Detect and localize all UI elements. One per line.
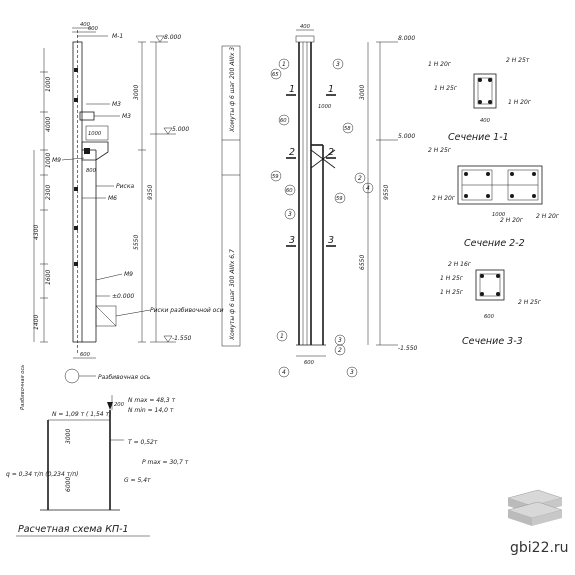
s3-bar-c: 1 Н 25г: [440, 289, 464, 296]
watermark-text: gbi22.ru: [510, 540, 569, 556]
dim-base-600: 600: [80, 352, 91, 358]
risk-axis-label: Риски разбивочной оси: [150, 307, 224, 314]
dim-1000-small: 1000: [88, 131, 102, 137]
cut-3-right: 3: [328, 235, 334, 246]
left-dim-7: 1400: [33, 315, 40, 330]
dim-1000-crane: 800: [86, 168, 97, 174]
s2-bar-c: 2 Н 20г: [536, 213, 560, 220]
mid-dim-400: 400: [300, 24, 311, 30]
elev-bottom-left: -1.550: [172, 335, 192, 342]
section-1-1: 1 Н 20г 2 Н 25т 1 Н 25г 1 Н 20г 400 Сече…: [428, 57, 532, 143]
axis-vertical-label: Разбивочная ось: [20, 365, 26, 410]
mark-60b: 60: [286, 188, 293, 194]
axis-label: Разбивочная ось: [98, 374, 151, 381]
elev-bottom-mid: -1.550: [398, 345, 418, 352]
mid-dim-3000: 3000: [359, 85, 366, 100]
calc-dim-200: 200: [114, 402, 125, 408]
cut-3-left: 3: [289, 235, 295, 246]
elev-top-mid: 8.000: [398, 35, 415, 42]
calc-dim-3000: 3000: [65, 429, 72, 444]
node-m3b-label: М3: [122, 113, 131, 120]
node-top-label: М-1: [112, 33, 123, 40]
side-note-1: Хомуты ф 6 шаг 200 АIIIх 3: [229, 47, 236, 133]
elev-crane-mid: 5.000: [398, 133, 415, 140]
dim-top-600: 600: [88, 26, 99, 32]
mark-1b: 1: [280, 333, 284, 340]
cut-2-right: 2: [328, 147, 334, 158]
s1-bar-a: 1 Н 20г: [428, 61, 452, 68]
left-dim-2: 4000: [45, 117, 52, 132]
cut-1-right: 1: [328, 84, 334, 95]
s3-bar-d: 2 Н 25г: [518, 299, 542, 306]
s3-bar-b: 1 Н 25г: [440, 275, 464, 282]
left-dim-5: 4300: [33, 225, 40, 240]
mark-2a: 2: [358, 175, 362, 182]
s1-bar-c: 1 Н 25г: [434, 85, 458, 92]
mark-3c: 3: [338, 337, 342, 344]
mid-dim-6550: 6550: [359, 255, 366, 270]
elev-crane-left: 5.000: [172, 126, 189, 133]
mark-65: 65: [272, 72, 279, 78]
mark-2b: 2: [338, 347, 342, 354]
left-column-elevation: М-1 400 600 М3 М3 1000 М9 800 Риска М6 М…: [20, 22, 224, 410]
left-dim-6: 1600: [45, 270, 52, 285]
middle-column-reinforcement: 1 1 2 2 3 3 Хомуты ф 6 шаг 200 АIIIх 3 Х…: [221, 24, 418, 378]
mark-59b: 59: [336, 196, 343, 202]
mark-3a: 3: [336, 61, 340, 68]
right-dim-5550: 5550: [133, 235, 140, 250]
mid-dim-600: 600: [304, 360, 315, 366]
elev-zero-left: ±0.000: [112, 293, 134, 300]
s2-bar-a: 2 Н 25г: [428, 147, 452, 154]
s1-bar-d: 1 Н 20г: [508, 99, 532, 106]
calc-title: Расчетная схема КП-1: [18, 524, 129, 535]
mark-4b: 4: [282, 369, 286, 376]
node-m3a-label: М3: [112, 101, 121, 108]
section-3-3: 2 Н 16г 1 Н 25г 1 Н 25г 2 Н 25г 600 Сече…: [440, 261, 542, 347]
calc-dim-6000: 6000: [65, 477, 72, 492]
calc-g: G = 5,4т: [124, 477, 151, 484]
node-m6-label: М6: [108, 195, 117, 202]
cut-1-left: 1: [289, 84, 295, 95]
dim-top-400: 400: [80, 22, 91, 28]
elev-top-left: 8.000: [164, 34, 181, 41]
calc-t: T = 0,52т: [128, 439, 158, 446]
mark-3d: 3: [350, 369, 354, 376]
side-note-2: Хомуты ф 6 шаг 300 АIIIх 6,7: [229, 249, 236, 341]
s1-bar-b: 2 Н 25т: [506, 57, 530, 64]
mark-60a: 60: [280, 118, 287, 124]
node-m9a-label: М9: [52, 157, 61, 164]
mid-dim-1000: 1000: [318, 104, 332, 110]
left-dim-1: 1000: [45, 77, 52, 92]
mid-dim-9550: 9550: [383, 185, 390, 200]
left-dim-4: 2300: [45, 185, 52, 200]
right-dim-3000: 3000: [133, 85, 140, 100]
s2-bar-d: 2 Н 20г: [432, 195, 456, 202]
s2-title: Сечение 2-2: [464, 238, 525, 249]
left-dim-3: 1000: [45, 153, 52, 168]
s2-dim: 1000: [492, 212, 506, 218]
mark-1a: 1: [282, 61, 286, 68]
s3-dim: 600: [484, 314, 495, 320]
s1-title: Сечение 1-1: [448, 132, 509, 143]
calc-scheme: N = 1,09 т ( 1,54 т) N max = 48,3 т N mi…: [6, 395, 189, 537]
node-m9b-label: М9: [124, 271, 133, 278]
calc-n-top: N = 1,09 т ( 1,54 т): [52, 411, 111, 418]
cut-2-left: 2: [289, 147, 295, 158]
mark-3b: 3: [288, 211, 292, 218]
mark-58: 58: [344, 126, 351, 132]
calc-q: q = 0,34 т/п (0,234 т/п): [6, 471, 78, 478]
right-dim-9350: 9350: [147, 185, 154, 200]
s3-title: Сечение 3-3: [462, 336, 523, 347]
s2-bar-b: 2 Н 20г: [500, 217, 524, 224]
calc-pmax: P max = 30,7 т: [142, 459, 189, 466]
calc-n-min: N min = 14,0 т: [128, 407, 174, 414]
calc-n-max: N max = 48,3 т: [128, 397, 176, 404]
section-2-2: 2 Н 25г 2 Н 20г 2 Н 20г 2 Н 20г 1000 Сеч…: [428, 147, 560, 249]
risk-label: Риска: [116, 183, 134, 190]
stacked-slabs-logo: [507, 489, 563, 526]
s3-bar-a: 2 Н 16г: [448, 261, 472, 268]
mark-59a: 59: [272, 174, 279, 180]
s1-dim: 400: [480, 118, 491, 124]
